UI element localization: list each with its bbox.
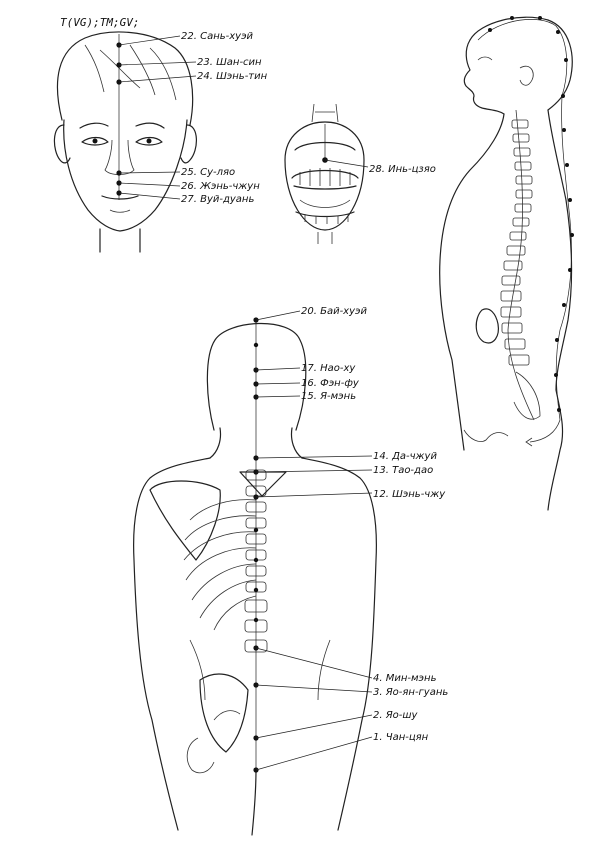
label-point-1: 1. Чан-цян [373,732,429,743]
meridian-header: T(VG);TM;GV; [60,16,139,29]
back-point-15 [253,394,259,400]
label-point-14: 14. Да-чжуй [373,451,437,462]
back-point-14 [253,455,259,461]
label-point-12: 12. Шэнь-чжу [373,489,446,500]
label-point-2: 2. Яо-шу [373,710,419,721]
label-point-13: 13. Тао-дао [373,465,433,476]
label-point-16: 16. Фэн-фу [301,378,360,389]
label-point-17: 17. Нао-ху [301,363,356,374]
back-figure: 20. Бай-хуэй 17. Нао-ху 16. Фэн-фу 15. Я… [133,306,448,836]
label-point-27: 27. Вуй-дуань [181,194,254,205]
back-point-2 [253,735,259,741]
label-point-22: 22. Сань-хуэй [181,31,254,42]
label-point-23: 23. Шан-син [197,57,262,68]
mouth-figure: 28. Инь-цзяо [284,103,436,244]
label-point-24: 24. Шэнь-тин [197,71,268,82]
back-point-16 [253,381,259,387]
label-point-20: 20. Бай-хуэй [301,306,368,317]
label-point-3: 3. Яо-ян-гуань [373,687,448,698]
label-point-28: 28. Инь-цзяо [369,164,436,175]
back-point-4 [253,645,259,651]
label-point-25: 25. Су-ляо [181,167,235,178]
back-point-13 [253,469,259,475]
label-point-26: 26. Жэнь-чжун [181,181,260,192]
label-point-4: 4. Мин-мэнь [373,673,437,684]
face-figure: 22. Сань-хуэй 23. Шан-син 24. Шэнь-тин 2… [53,31,268,253]
label-point-15: 15. Я-мэнь [301,391,356,402]
side-figure [439,16,574,511]
